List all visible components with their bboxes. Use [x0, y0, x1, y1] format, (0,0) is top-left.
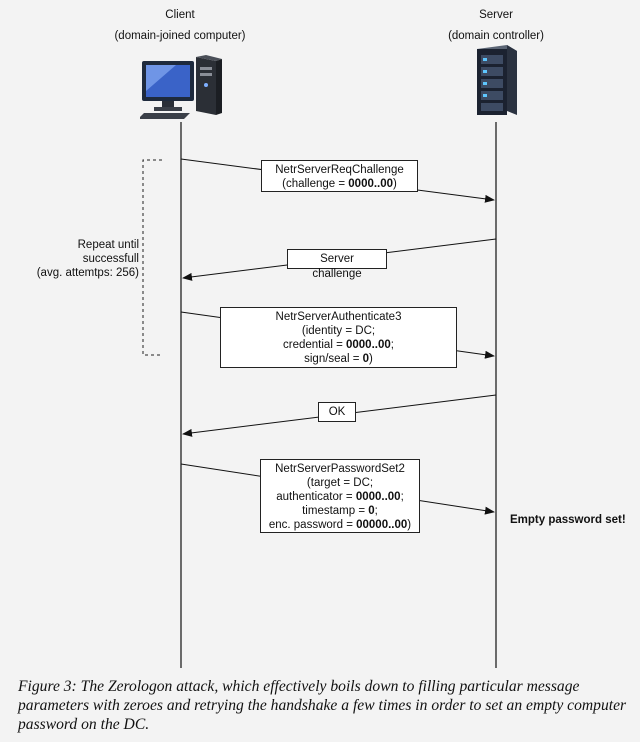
message-netrserverreqchallenge: NetrServerReqChallenge (challenge = 0000…	[261, 160, 418, 192]
repeat-note-line1: Repeat until	[77, 239, 139, 251]
repeat-note-line3: (avg. attemtps: 256)	[36, 267, 139, 279]
client-title: Client	[165, 9, 195, 21]
figure-caption: Figure 3: The Zerologon attack, which ef…	[18, 678, 627, 733]
message-name: NetrServerReqChallenge	[275, 164, 404, 176]
message-ok: OK	[318, 402, 356, 422]
repeat-note: Repeat until successfull (avg. attemtps:…	[24, 238, 139, 280]
message-server-challenge: Server challenge	[287, 249, 387, 280]
message-param-identity: (identity = DC;	[301, 325, 376, 337]
desktop-computer-icon	[140, 55, 222, 119]
server-subtitle: (domain controller)	[448, 30, 544, 42]
client-subtitle: (domain-joined computer)	[114, 30, 246, 42]
repeat-bracket	[142, 159, 162, 356]
message-params: (challenge = 0000..00)	[282, 178, 397, 190]
message-label: OK	[328, 406, 346, 418]
message-name: NetrServerPasswordSet2	[275, 463, 405, 475]
server-header: Server (domain controller)	[396, 8, 596, 44]
message-param-authenticator: authenticator = 0000..00;	[276, 491, 404, 503]
message-param-credential: credential = 0000..00;	[283, 339, 394, 351]
client-header: Client (domain-joined computer)	[80, 8, 280, 44]
message-param-timestamp: timestamp = 0;	[302, 505, 378, 517]
message-netrserverauthenticate3: NetrServerAuthenticate3 (identity = DC; …	[220, 307, 457, 368]
message-param-signseal: sign/seal = 0)	[304, 353, 373, 365]
message-label: Server challenge	[312, 253, 362, 280]
server-title: Server	[479, 9, 513, 21]
message-name: NetrServerAuthenticate3	[275, 311, 402, 323]
message-param-enc-password: enc. password = 00000..00)	[268, 519, 412, 531]
server-rack-icon	[477, 45, 517, 115]
message-param-target: (target = DC;	[306, 477, 374, 489]
result-label: Empty password set!	[510, 514, 626, 526]
repeat-note-line2: successfull	[82, 253, 139, 265]
message-netrserverpasswordset2: NetrServerPasswordSet2 (target = DC; aut…	[260, 459, 420, 533]
